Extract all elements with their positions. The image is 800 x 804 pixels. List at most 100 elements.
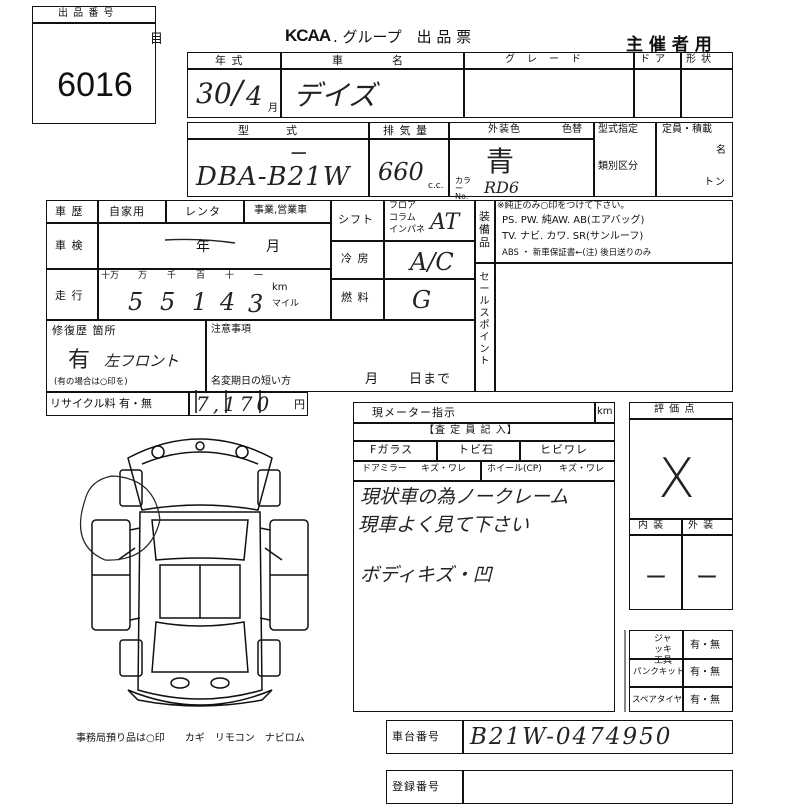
history-private: 自家用	[109, 205, 145, 218]
row2-table	[187, 122, 733, 197]
rating-value: X	[658, 447, 695, 510]
sheet-title: . グループ 出 品 票	[333, 28, 472, 46]
color-no-label: カラー No.	[455, 176, 471, 201]
mirror-damage-label: キズ・ワレ	[421, 464, 467, 474]
name-change-day: 日まで	[409, 372, 452, 387]
mileage-digit: 1	[192, 288, 208, 316]
mileage-unit-100: 百	[196, 271, 206, 281]
interior-label: 内 装	[638, 520, 665, 531]
grade-label: グ レ ー ド	[505, 54, 582, 65]
mileage-mile-unit: マイル	[272, 299, 300, 309]
month-value: 4	[246, 82, 263, 112]
wheel-label: ホイール(CP)	[487, 464, 542, 474]
repair-location: 左フロント	[104, 352, 180, 370]
wheel-damage-label: キズ・ワレ	[559, 464, 605, 474]
repair-value: 有	[68, 348, 91, 373]
equipment-line-1: PS. PW. 純AW. AB(エアバッグ)	[502, 215, 645, 226]
rating-label: 評 価 点	[654, 404, 696, 415]
comment-line: ボディキズ・凹	[360, 564, 492, 586]
puncture-kit-choice: 有・無	[690, 667, 720, 678]
month-unit: 月	[268, 103, 279, 114]
repair-mark-circle	[79, 475, 161, 561]
capacity-ton-unit: トン	[704, 177, 726, 188]
shape-label: 形 状	[686, 54, 713, 65]
puncture-kit-label: パンクキット	[633, 667, 685, 677]
fuel-value: G	[412, 286, 432, 314]
recycle-unit: 円	[294, 398, 306, 411]
tools-table	[629, 630, 733, 712]
inspector-table	[353, 402, 615, 712]
shift-floor: フロア	[389, 201, 417, 211]
ac-value: A/C	[410, 248, 454, 276]
model-label: 型 式	[238, 124, 298, 137]
history-label: 車 歴	[55, 205, 84, 218]
comment-line: 現車よく見て下さい	[358, 514, 530, 536]
inspector-header: 【査 定 員 記 入】	[424, 425, 518, 436]
displacement-label: 排 気 量	[383, 124, 428, 137]
year-slash: /	[232, 73, 243, 111]
exterior-color-value: 青	[486, 145, 515, 178]
lot-number-value: 6016	[57, 66, 133, 104]
mileage-unit-1k: 千	[167, 271, 177, 281]
inspection-label: 車 検	[55, 239, 84, 252]
mileage-digit: 5	[128, 288, 144, 316]
interior-value: ー	[645, 566, 668, 591]
spare-tire-choice: 有・無	[690, 695, 720, 706]
shift-value: AT	[430, 210, 460, 235]
shift-column: コラム	[389, 213, 416, 223]
exterior-value: ー	[696, 566, 719, 591]
type-designation-label: 型式指定	[598, 124, 638, 135]
fuel-label: 燃 料	[341, 291, 370, 304]
door-label: ド ア	[640, 54, 667, 65]
mileage-digit: 5	[160, 288, 176, 316]
recycle-label: リサイクル料 有・無	[50, 397, 152, 410]
year-label: 年 式	[215, 54, 244, 67]
recycle-value: 7,170	[196, 392, 274, 416]
history-rental: レンタ	[185, 205, 221, 218]
comment-line: 現状車の為ノークレーム	[360, 486, 569, 508]
row1-table	[187, 52, 733, 118]
recycle-table	[46, 392, 308, 416]
chassis-table	[386, 720, 733, 754]
equipment-table	[475, 200, 733, 392]
car-name-value: デイズ	[293, 79, 377, 112]
year-value: 30	[196, 77, 232, 110]
cc-unit: c.c.	[428, 181, 444, 191]
car-name-label: 車 名	[332, 54, 404, 67]
mileage-km-unit: km	[272, 282, 288, 293]
exterior-label: 外 装	[688, 520, 715, 531]
vehicle-info-table	[46, 200, 331, 320]
repair-label: 修復歴 箇所	[52, 324, 117, 337]
lot-number-label: 出 品 番 号	[58, 8, 115, 19]
f-glass-label: Fガラス	[370, 443, 414, 456]
color-no-value: RD6	[484, 178, 520, 197]
crack-label: ヒビワレ	[540, 443, 588, 456]
meter-label: 現メーター指示	[372, 406, 456, 419]
model-dash: ー	[288, 144, 306, 165]
color-change-label: 色替	[562, 124, 582, 135]
edge-mark: 目	[150, 32, 165, 47]
mileage-unit-100k: 十万	[101, 271, 120, 281]
mileage-digit: 4	[220, 288, 236, 316]
meter-km-unit: km	[597, 406, 613, 417]
sales-point-label: セールスポイント	[479, 272, 490, 367]
caution-label: 注意事項	[211, 324, 251, 335]
displacement-value: 660	[378, 158, 424, 186]
name-change-month: 月	[365, 372, 380, 387]
mileage-digit: 3	[248, 290, 264, 318]
capacity-person-unit: 名	[716, 145, 727, 156]
shift-label: シフト	[338, 213, 374, 226]
mileage-label: 走 行	[55, 289, 84, 302]
equipment-note: ※純正のみ○印をつけて下さい。	[497, 201, 630, 211]
lot-number-box	[32, 6, 156, 124]
spare-tire-label: スペアタイヤ	[632, 695, 683, 705]
drivetrain-table	[331, 200, 475, 320]
type-class-label: 類別区分	[598, 161, 638, 172]
office-note: 事務局預り品は○印 カギ リモコン ナビロム	[76, 733, 305, 744]
registration-label: 登録番号	[392, 780, 440, 793]
door-mirror-label: ドアミラー	[362, 464, 407, 474]
capacity-label: 定員・積載	[662, 124, 712, 135]
inspection-month-unit: 月	[266, 239, 281, 255]
mileage-unit-10: 十	[225, 271, 235, 281]
ac-label: 冷 房	[341, 252, 370, 265]
